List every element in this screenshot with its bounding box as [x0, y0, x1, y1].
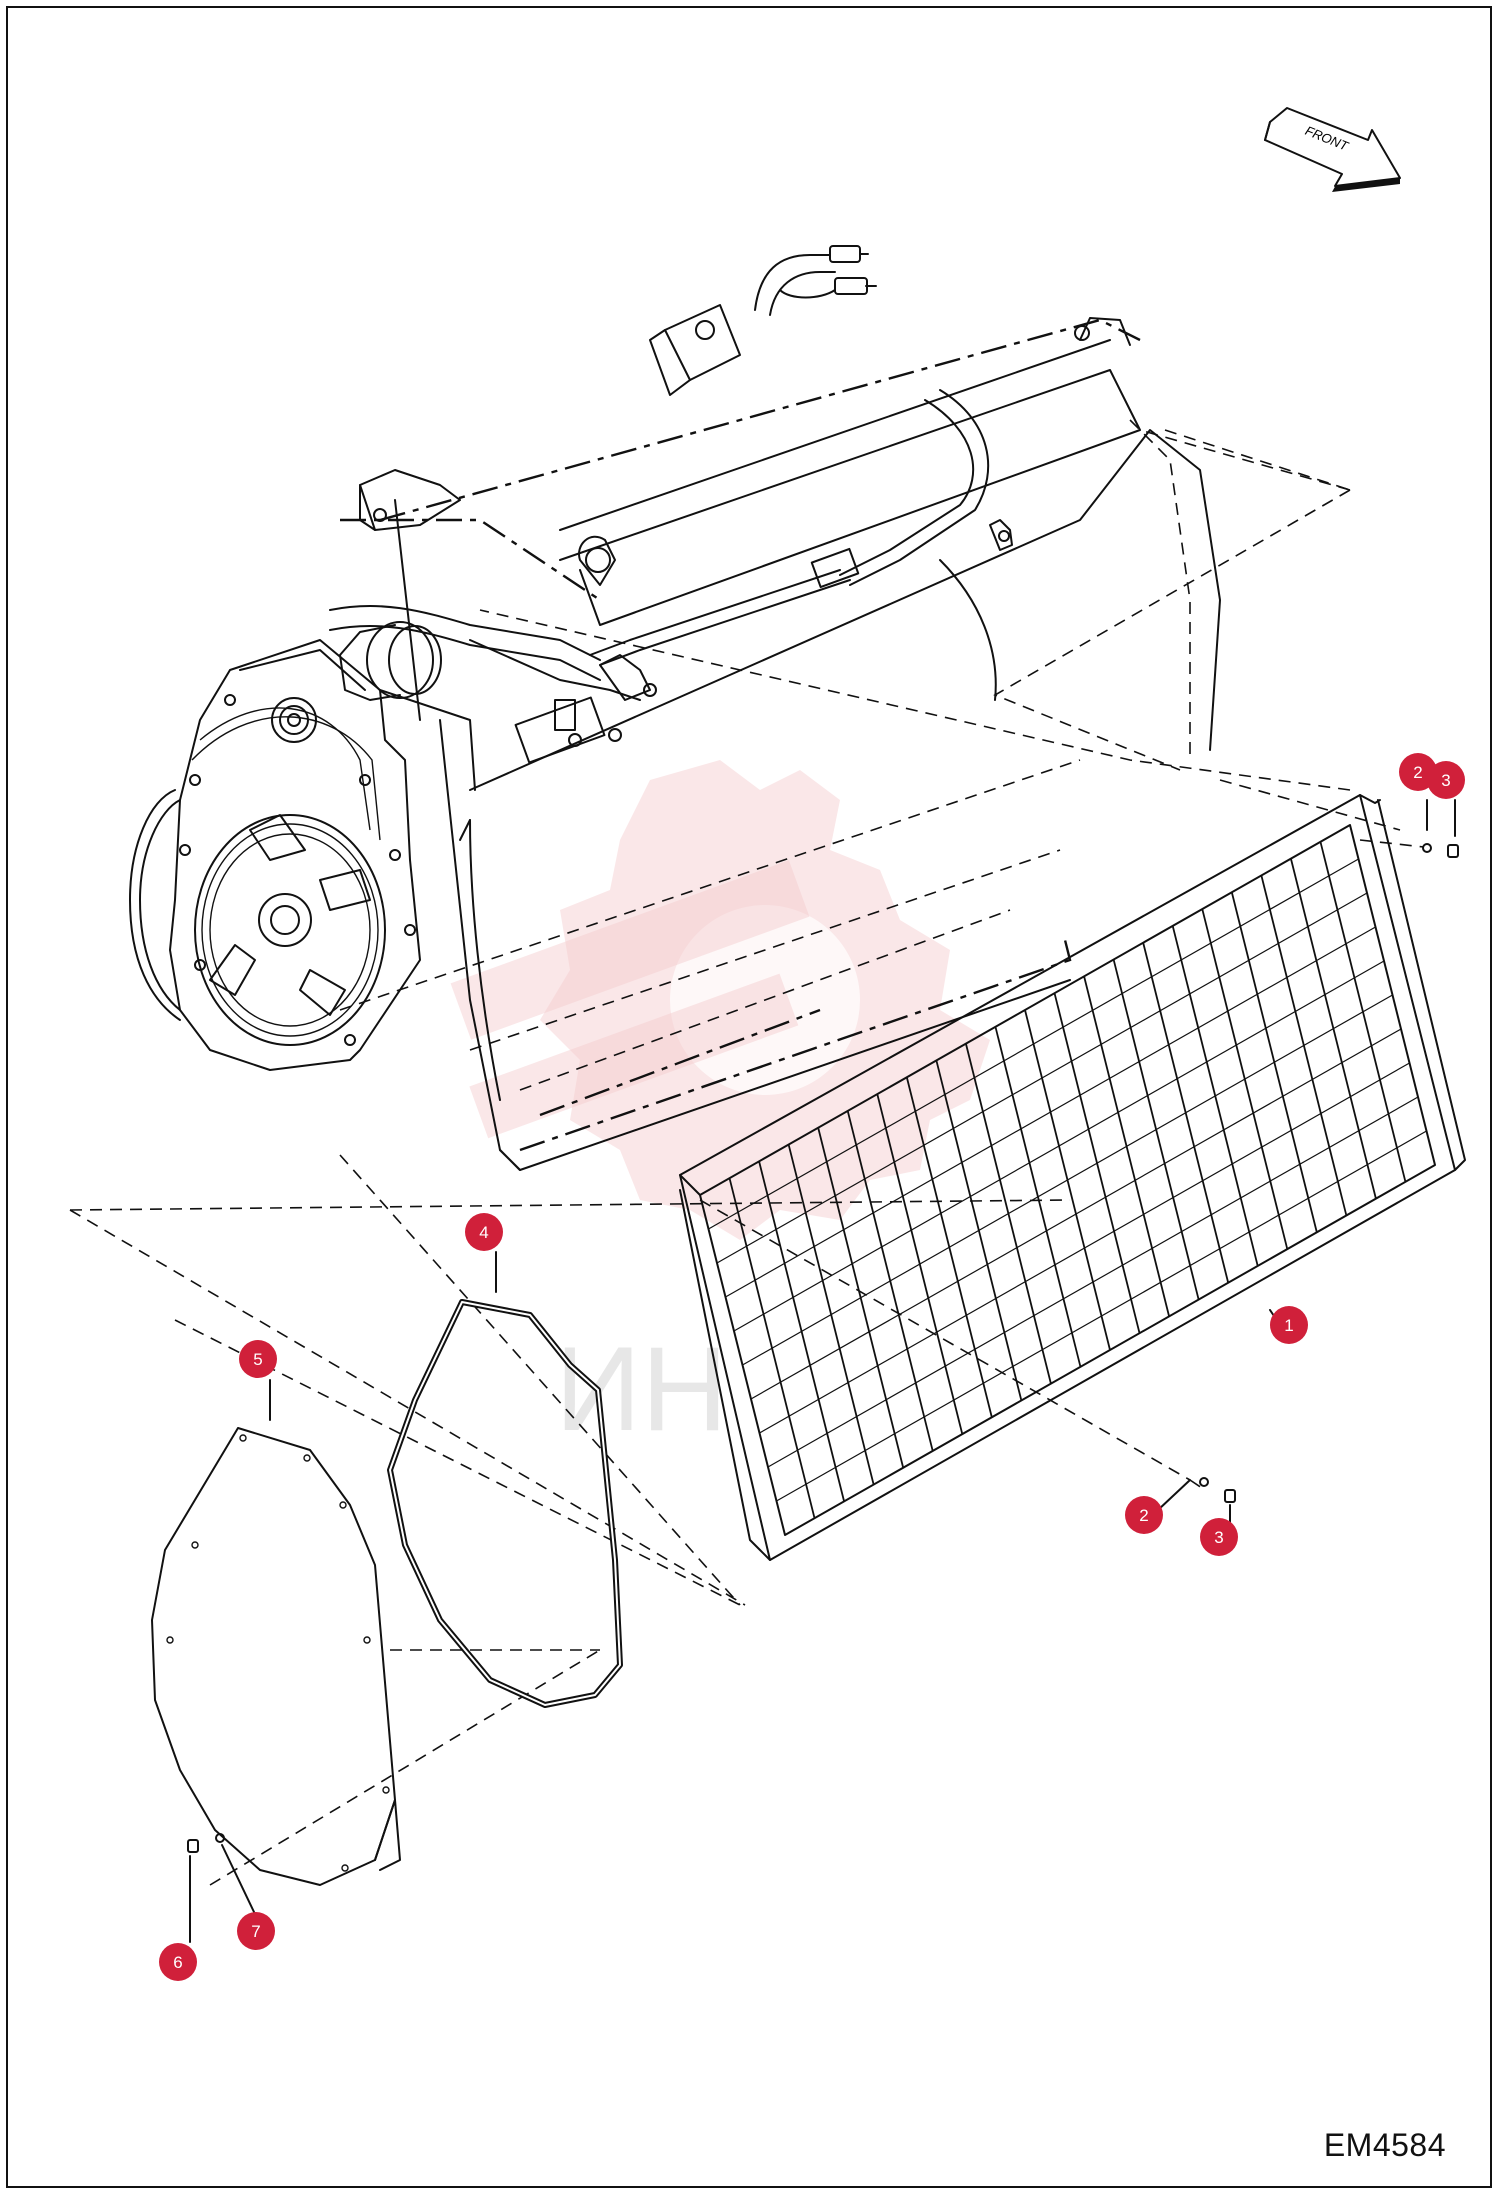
- callout-badge: [239, 1340, 277, 1378]
- figure-code: EM4584: [1323, 2127, 1446, 2163]
- grate-crossbar: [750, 1028, 1402, 1400]
- hydraulic-motor: [339, 621, 657, 764]
- callout-badge: [1427, 761, 1465, 799]
- callout-c3a: 3: [1427, 761, 1465, 799]
- chain-drive-housing: [129, 639, 476, 1071]
- grate-grid: [708, 841, 1427, 1519]
- callout-c4: 4: [465, 1213, 503, 1251]
- callout-number: 6: [173, 1953, 182, 1972]
- callout-number: 3: [1441, 771, 1450, 790]
- grate-crossbar: [742, 994, 1393, 1366]
- grate-crossbar: [767, 1096, 1419, 1468]
- hydraulic-hoses: [329, 245, 990, 701]
- grate-crossbar: [716, 892, 1368, 1264]
- callout-c2b: 2: [1125, 1496, 1163, 1534]
- callout-number: 3: [1214, 1528, 1223, 1547]
- cover-plate: [151, 1427, 401, 1886]
- callout-number: 2: [1139, 1506, 1148, 1525]
- callout-number: 1: [1284, 1316, 1293, 1335]
- callout-number: 4: [479, 1223, 488, 1242]
- grate-crossbar: [733, 960, 1385, 1332]
- grate-crossbar: [759, 1062, 1410, 1434]
- attachment-body: [340, 304, 1221, 1171]
- grate-crossbar: [725, 926, 1376, 1298]
- callout-number: 5: [253, 1350, 262, 1369]
- front-direction-arrow: FRONT: [1264, 107, 1401, 192]
- callout-badge: [465, 1213, 503, 1251]
- drawing-frame: [6, 6, 1492, 2188]
- callout-c1: 1: [1270, 1306, 1308, 1344]
- callout-number: 7: [251, 1922, 260, 1941]
- callout-c6: 6: [159, 1943, 197, 1981]
- grate-crossbar: [776, 1130, 1427, 1502]
- callout-c3b: 3: [1200, 1518, 1238, 1556]
- gasket: [387, 1299, 623, 1708]
- callout-badge: [237, 1912, 275, 1950]
- callout-badge: [1125, 1496, 1163, 1534]
- callout-c7: 7: [237, 1912, 275, 1950]
- callout-number: 2: [1413, 763, 1422, 782]
- callout-badge: [1200, 1518, 1238, 1556]
- callout-badge: [159, 1943, 197, 1981]
- front-label: FRONT: [1303, 123, 1351, 154]
- svg-text:ИН: ИН: [555, 1322, 728, 1456]
- projection-lines: [69, 429, 1425, 1886]
- callout-badge: [1270, 1306, 1308, 1344]
- screen-grate: [679, 794, 1466, 1561]
- grate-crossbar: [708, 858, 1359, 1230]
- callout-c5: 5: [239, 1340, 277, 1378]
